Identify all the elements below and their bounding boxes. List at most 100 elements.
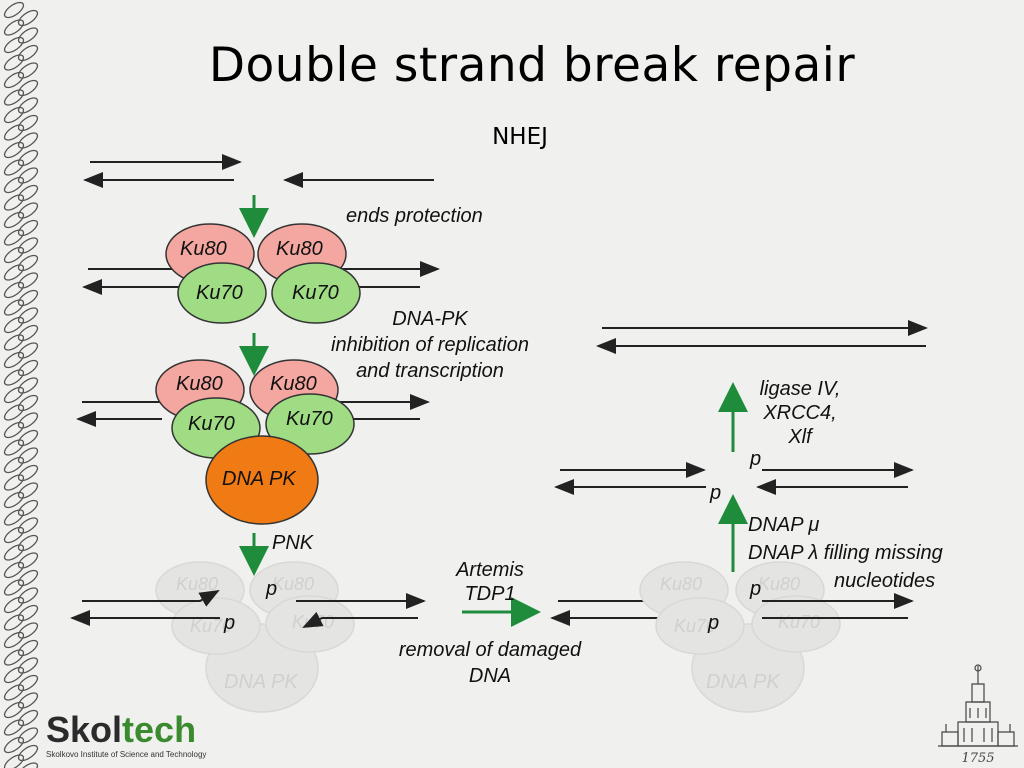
chain-link <box>3 649 25 666</box>
chain-link <box>3 176 25 194</box>
chain-link <box>3 754 25 768</box>
chain-link <box>3 719 25 736</box>
ends-protection-label: ends protection <box>346 205 483 227</box>
chain-link <box>3 124 25 141</box>
chain-link <box>3 561 25 579</box>
chain-link <box>17 237 39 254</box>
chain-link <box>17 219 39 237</box>
ghost-complex-right <box>639 561 841 713</box>
chain-link <box>3 631 25 649</box>
chain-link <box>17 464 39 482</box>
logo-tagline: Skolkovo Institute of Science and Techno… <box>46 750 207 759</box>
chain-link <box>17 429 39 447</box>
chain-link <box>17 762 39 768</box>
logo-name-green: tech <box>122 709 197 750</box>
chain-link <box>3 386 25 404</box>
svg-text:Ku80: Ku80 <box>176 574 218 594</box>
ku70-label-2b: Ku70 <box>286 408 333 430</box>
chain-link <box>17 657 39 674</box>
chain-link <box>17 27 39 44</box>
dnapk-complex-step2 <box>155 359 355 525</box>
dnapk-label: DNA PK <box>222 468 296 490</box>
chain-border-decoration <box>3 1 39 768</box>
chain-link <box>3 439 25 456</box>
chain-link <box>17 254 39 272</box>
svg-text:Ku80: Ku80 <box>272 574 314 594</box>
tdp1-line: TDP1 <box>464 583 516 605</box>
chain-link <box>3 684 25 701</box>
chain-link <box>3 421 25 439</box>
chain-link <box>17 552 39 569</box>
chain-link <box>17 674 39 692</box>
artemis-line: Artemis <box>456 559 524 581</box>
ligase-label: ligase IV, XRCC4, Xlf <box>740 377 860 449</box>
chain-link <box>17 307 39 324</box>
ku80-label-2a: Ku80 <box>176 373 223 395</box>
chain-link <box>3 526 25 544</box>
chain-link <box>17 377 39 394</box>
removal-line2: DNA <box>468 665 512 687</box>
chain-link <box>3 19 25 36</box>
slide-subtitle: NHEJ <box>492 124 548 150</box>
slide-title: Double strand break repair <box>208 38 856 93</box>
chain-link <box>3 264 25 281</box>
chain-link <box>3 351 25 369</box>
chain-link <box>3 36 25 54</box>
chain-link <box>3 369 25 386</box>
chain-link <box>3 579 25 596</box>
crest-year: 1755 <box>961 751 994 766</box>
chain-link <box>17 727 39 744</box>
logo-name-dark: Skol <box>46 709 123 750</box>
svg-text:Ku70: Ku70 <box>190 616 232 636</box>
chain-link <box>3 701 25 719</box>
phosphate-label-6: p <box>710 482 722 504</box>
chain-link <box>17 132 39 149</box>
msu-building-crest-icon: 1755 <box>938 664 1018 766</box>
dna-step1-strands <box>82 261 440 295</box>
chain-link <box>3 281 25 299</box>
ligase-line1: ligase IV, <box>759 378 841 400</box>
chain-link <box>3 246 25 264</box>
dnapk-function-label: DNA-PK inhibition of replication and tra… <box>300 306 560 384</box>
dna-step3-strands <box>70 590 426 628</box>
dna-right-lower-strands <box>762 593 914 619</box>
chain-link <box>3 509 25 526</box>
chain-link <box>3 614 25 631</box>
chain-link <box>17 149 39 167</box>
pnk-label: PNK <box>272 532 314 554</box>
dnapk-line2: inhibition of replication <box>331 334 529 356</box>
chain-link <box>17 62 39 79</box>
svg-text:Ku70: Ku70 <box>674 616 716 636</box>
ku70-label-1b: Ku70 <box>292 282 339 304</box>
removal-label: removal of damaged DNA <box>370 637 610 689</box>
chain-link <box>17 167 39 184</box>
chain-link <box>17 324 39 342</box>
chain-link <box>3 544 25 561</box>
ghost-text-right: Ku80 Ku80 Ku70 Ku70 DNA PK <box>660 574 820 693</box>
chain-link <box>17 342 39 359</box>
chain-link <box>3 736 25 754</box>
dnap-lambda-label: DNAP λ filling missing <box>748 542 943 564</box>
chain-link <box>3 666 25 684</box>
chain-link <box>3 299 25 316</box>
dnapk-line1: DNA-PK <box>392 308 468 330</box>
chain-link <box>17 412 39 429</box>
skoltech-logo: Skoltech Skolkovo Institute of Science a… <box>46 712 216 768</box>
ligase-line3: Xlf <box>788 426 812 448</box>
ku70-label-2a: Ku70 <box>188 413 235 435</box>
chain-link <box>17 569 39 587</box>
chain-link <box>17 709 39 727</box>
dna-step2-strands <box>76 394 430 427</box>
ku80-label-1a: Ku80 <box>180 238 227 260</box>
svg-text:DNA PK: DNA PK <box>706 671 781 693</box>
svg-text:DNA PK: DNA PK <box>224 671 299 693</box>
chain-link <box>17 184 39 202</box>
chain-link <box>3 456 25 474</box>
dna-break-initial <box>83 154 434 188</box>
chain-link <box>17 639 39 657</box>
chain-link <box>17 79 39 97</box>
chain-link <box>17 499 39 517</box>
chain-link <box>17 482 39 499</box>
dna-filled-strands <box>554 462 914 495</box>
